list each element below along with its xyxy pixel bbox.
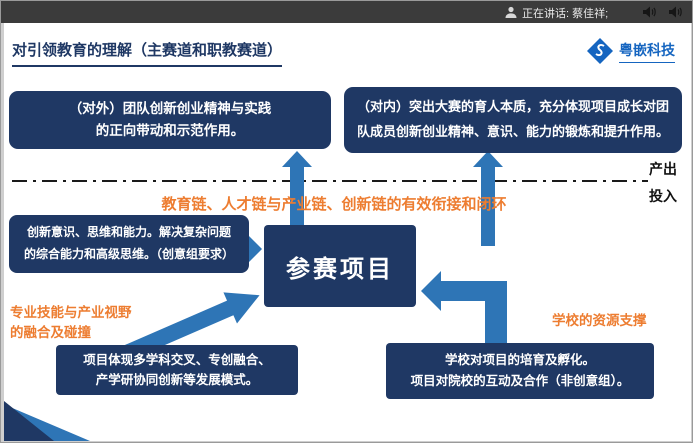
speaker-icon[interactable] [667,4,683,20]
box-competition-project: 参赛项目 [264,225,416,307]
box-innovation-ability: 创新意识、思维和能力。解决复杂问题 的综合能力和高级思维。（创意组要求） [9,215,249,273]
company-logo: 粤嵌科技 [586,37,675,65]
speaker-avatar-icon [505,6,517,18]
logo-text: 粤嵌科技 [619,40,675,63]
slide: 对引领教育的理解（主赛道和职教赛道） 粤嵌科技 产出 投入 教育链、人才链与产业… [4,23,691,441]
box-internal-role: （对内）突出大赛的育人本质，充分体现项目成长对团 队成员创新创业精神、意识、能力… [344,87,682,153]
arrow-up-left [282,151,312,226]
chain-statement: 教育链、人才链与产业链、创新链的有效衔接和闭环 [161,196,507,213]
speaking-status: 正在讲话: 蔡佳祥; [522,8,609,20]
box-development-model: 项目体现多学科交叉、专创融合、 产学研协同创新等发展模式。 [56,345,298,395]
arrow-elbow-left [421,271,507,345]
output-label: 产出 [649,161,677,177]
input-label: 投入 [649,188,677,204]
arrow-up-right [473,151,503,246]
label-school-resources: 学校的资源支撑 [552,313,647,328]
logo-diamond-icon [587,38,613,64]
box-external-role: （对外）团队创新创业精神与实践 的正向带动和示范作用。 [9,91,331,149]
label-skill-fusion: 专业技能与产业视野 的融合及碰撞 [10,305,132,341]
box-school-incubation: 学校对项目的培育及孵化。 项目对院校的互动及合作（非创意组）。 [386,343,654,399]
corner-ornament [4,401,90,441]
meeting-titlebar: 正在讲话: 蔡佳祥; [1,1,692,23]
speaker-icon[interactable] [641,4,657,20]
slide-title: 对引领教育的理解（主赛道和职教赛道） [12,39,283,67]
arrow-diagonal-up-right [118,292,260,363]
